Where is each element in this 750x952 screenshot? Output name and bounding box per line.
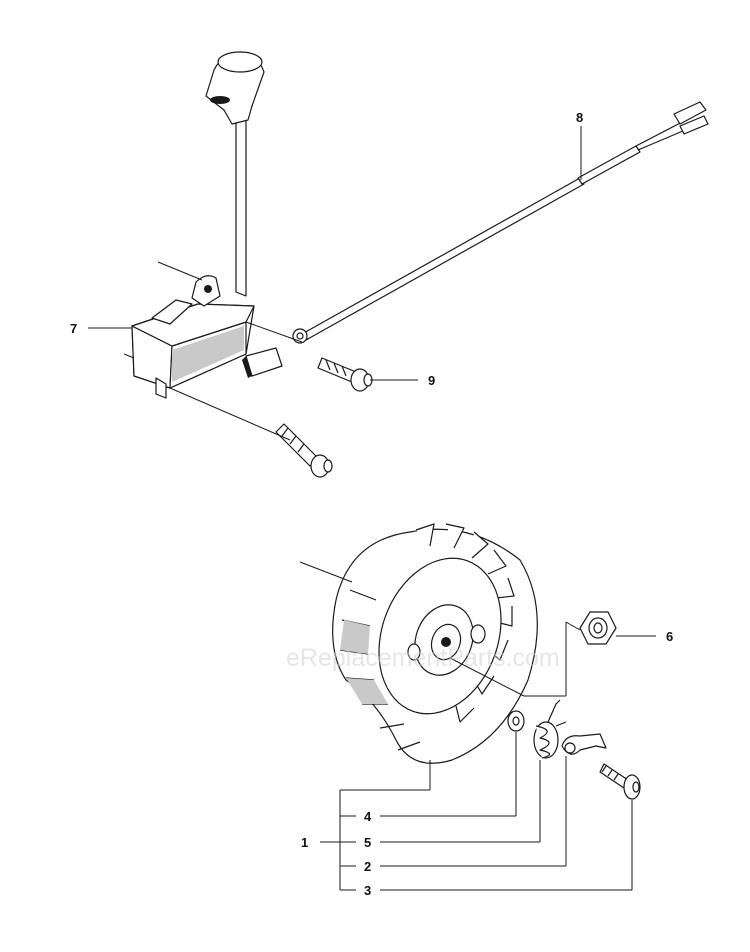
ignition-module [131,51,265,399]
flywheel [332,523,538,764]
shoulder-screw [599,763,641,800]
callout-8: 8 [576,110,583,125]
callout-1: 1 [301,835,308,850]
callout-7: 7 [70,321,77,336]
callout-5: 5 [364,835,371,850]
module-screw-upper [317,357,373,392]
watermark-text: eReplacementParts.com [286,644,560,672]
callout-4: 4 [364,809,372,824]
callout-6: 6 [666,629,673,644]
ignition-lead [242,101,709,378]
module-screw-lower [275,423,333,478]
washer [507,710,525,732]
flywheel-nut [579,611,617,645]
callout-2: 2 [364,859,371,874]
callout-3: 3 [364,883,371,898]
leader-lines [88,126,656,891]
callout-9: 9 [428,373,435,388]
spring [533,699,567,759]
pawl [561,733,607,755]
